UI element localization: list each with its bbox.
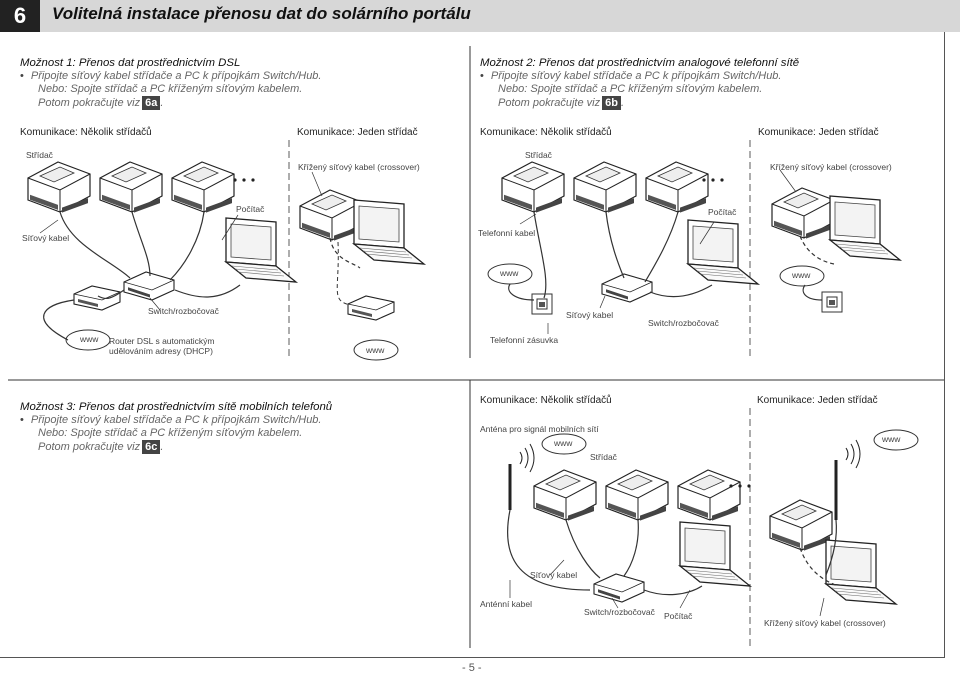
opt1-label-crossover: Křížený síťový kabel (crossover) — [298, 162, 420, 172]
option3-line1: Připojte síťový kabel střídače a PC k př… — [20, 414, 332, 427]
option1-line3: Potom pokračujte viz — [38, 97, 141, 109]
opt3-diagram — [506, 429, 919, 617]
opt3-label-inverter: Střídač — [590, 452, 617, 462]
option2-line1: Připojte síťový kabel střídače a PC k př… — [480, 70, 799, 83]
page-number: - 5 - — [462, 662, 482, 674]
option3-title: Možnost 3: Přenos dat prostřednictvím sí… — [20, 401, 333, 413]
option3-ref[interactable]: 6c — [142, 440, 161, 454]
option1-line2: Nebo: Spojte střídač a PC kříženým síťov… — [38, 83, 303, 95]
opt3-label-antenna-cable: Anténní kabel — [480, 599, 532, 609]
opt1-label-switch: Switch/rozbočovač — [148, 306, 219, 316]
opt2-label-inverter: Střídač — [525, 150, 552, 160]
opt1-label-computer: Počítač — [236, 204, 265, 214]
opt1-label-router-2: udělováním adresy (DHCP) — [109, 346, 213, 356]
option1-ref[interactable]: 6a — [142, 96, 161, 110]
opt1-label-inverter: Střídač — [26, 150, 53, 160]
section-number: 6 — [0, 0, 40, 32]
option2-title: Možnost 2: Přenos dat prostřednictvím an… — [480, 57, 800, 69]
opt3-label-crossover: Křížený síťový kabel (crossover) — [764, 618, 886, 628]
opt3-label-www: www — [554, 438, 573, 448]
opt2-label-www: www — [500, 268, 519, 278]
opt1-section-multi: Komunikace: Několik střídačů — [20, 127, 152, 138]
opt2-label-crossover: Křížený síťový kabel (crossover) — [770, 162, 892, 172]
page-header: 6 Volitelná instalace přenosu dat do sol… — [0, 0, 960, 32]
page-title: Volitelná instalace přenosu dat do solár… — [52, 4, 471, 23]
opt2-section-multi: Komunikace: Několik střídačů — [480, 127, 612, 138]
opt1-label-www-single: www — [366, 345, 385, 355]
opt2-label-switch: Switch/rozbočovač — [648, 318, 719, 328]
opt2-label-computer: Počítač — [708, 207, 737, 217]
option2-line3: Potom pokračujte viz — [498, 97, 601, 109]
opt2-label-network-cable: Síťový kabel — [566, 310, 614, 320]
opt2-label-phone-cable: Telefonní kabel — [478, 228, 536, 238]
opt3-label-network-cable: Síťový kabel — [530, 570, 578, 580]
opt1-label-www: www — [80, 334, 99, 344]
content-frame — [0, 32, 945, 658]
opt3-label-computer: Počítač — [664, 611, 693, 621]
opt1-section-single: Komunikace: Jeden střídač — [297, 127, 418, 138]
option1-text: Možnost 1: Přenos dat prostřednictvím DS… — [20, 57, 321, 110]
opt3-label-www-single: www — [882, 434, 901, 444]
opt2-section-single: Komunikace: Jeden střídač — [758, 127, 879, 138]
opt3-label-antenna: Anténa pro signál mobilních sítí — [480, 424, 599, 434]
title-bar — [40, 0, 960, 32]
opt3-section-single: Komunikace: Jeden střídač — [757, 395, 878, 406]
opt2-label-www-single: www — [792, 270, 811, 280]
option3-text: Možnost 3: Přenos dat prostřednictvím sí… — [20, 401, 332, 454]
option2-text: Možnost 2: Přenos dat prostřednictvím an… — [480, 57, 799, 110]
option2-ref[interactable]: 6b — [602, 96, 621, 110]
opt1-label-router-1: Router DSL s automatickým — [109, 336, 215, 346]
option3-line3: Potom pokračujte viz — [38, 441, 141, 453]
option2-line2: Nebo: Spojte střídač a PC kříženým síťov… — [498, 83, 763, 95]
opt2-diagram — [487, 161, 901, 334]
opt1-label-network-cable: Síťový kabel — [22, 233, 70, 243]
opt3-label-switch: Switch/rozbočovač — [584, 607, 655, 617]
option1-line1: Připojte síťový kabel střídače a PC k př… — [20, 70, 322, 83]
option1-title: Možnost 1: Přenos dat prostřednictvím DS… — [20, 57, 241, 69]
opt1-diagram — [27, 161, 425, 361]
opt3-section-multi: Komunikace: Několik střídačů — [480, 395, 612, 406]
option3-line2: Nebo: Spojte střídač a PC kříženým síťov… — [38, 427, 303, 439]
opt2-label-socket: Telefonní zásuvka — [490, 335, 559, 345]
